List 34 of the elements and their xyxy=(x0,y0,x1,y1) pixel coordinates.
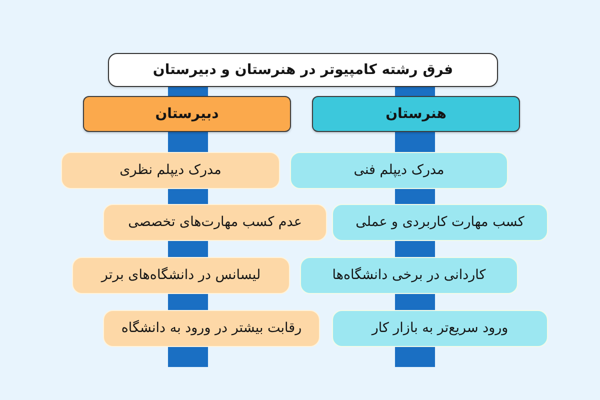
header-text: دبیرستان xyxy=(155,104,219,124)
title-card xyxy=(108,53,498,87)
column-header xyxy=(312,96,520,132)
point-card xyxy=(61,152,280,189)
point-card xyxy=(103,310,320,347)
point-card xyxy=(290,152,508,189)
point-text: مدرک دیپلم نظری xyxy=(120,162,222,180)
point-text: مدرک دیپلم فنی xyxy=(354,162,444,180)
point-card xyxy=(300,257,518,294)
point-card xyxy=(332,204,548,241)
connector-bar xyxy=(168,294,208,310)
point-text: کاردانی در برخی دانشگاه‌ها xyxy=(332,266,486,284)
connector-bar xyxy=(168,189,208,204)
title-text: فرق رشته کامپیوتر در هنرستان و دبیرستان xyxy=(152,60,454,80)
connector-bar xyxy=(395,294,435,310)
point-text: عدم کسب مهارت‌های تخصصی xyxy=(128,214,302,232)
connector-bar xyxy=(395,87,435,96)
connector-bar xyxy=(395,132,435,152)
connector-bar xyxy=(168,241,208,257)
connector-bar xyxy=(168,87,208,96)
point-text: ورود سریع‌تر به بازار کار xyxy=(372,320,508,338)
point-card xyxy=(103,204,327,241)
connector-bar xyxy=(395,347,435,367)
point-text: لیسانس در دانشگاه‌های برتر xyxy=(101,266,261,284)
connector-bar xyxy=(168,347,208,367)
connector-bar xyxy=(395,189,435,204)
point-text: کسب مهارت کاربردی و عملی xyxy=(356,214,524,232)
point-card xyxy=(72,257,290,294)
header-text: هنرستان xyxy=(386,104,446,124)
point-text: رقابت بیشتر در ورود به دانشگاه xyxy=(121,320,302,338)
connector-bar xyxy=(168,132,208,152)
column-header xyxy=(83,96,291,132)
point-card xyxy=(332,310,548,347)
connector-bar xyxy=(395,241,435,257)
